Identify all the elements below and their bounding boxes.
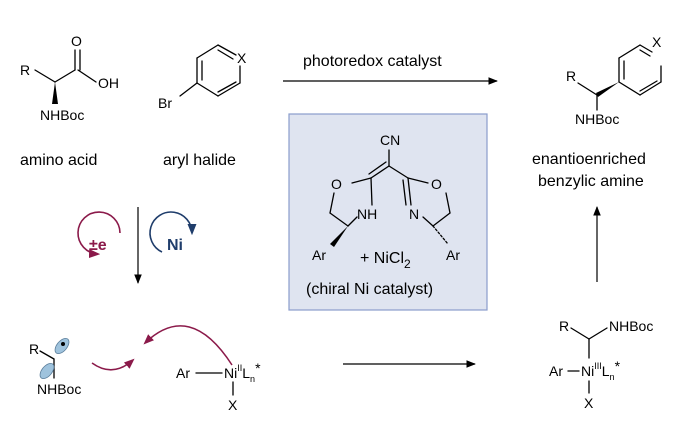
ligand-cn-atom: CN xyxy=(380,132,400,148)
product-x-atom: X xyxy=(652,34,662,50)
amino-acid-bond xyxy=(54,69,76,83)
photoredox-catalyst-label: photoredox catalyst xyxy=(303,53,442,70)
electron-cycle-label: ±e xyxy=(89,237,107,254)
product-nhboc-atom: NHBoc xyxy=(575,111,619,127)
aryl-ring-double-bond xyxy=(217,81,237,93)
amino-acid-bond xyxy=(34,69,56,83)
aryl-halide-br-atom: Br xyxy=(158,95,172,111)
amino-acid-label: amino acid xyxy=(20,152,97,169)
amino-acid-bond xyxy=(77,69,97,83)
ligand-structure: CN O NH Ar O N Ar xyxy=(312,132,460,263)
ligand-bond xyxy=(370,177,373,206)
product-ring-double-bond xyxy=(639,80,658,92)
ligand-wedge-bond xyxy=(330,226,348,247)
product-label-line2: benzylic amine xyxy=(538,173,644,190)
amino-acid-o-atom: O xyxy=(71,33,82,49)
ligand-double-bond xyxy=(368,161,387,175)
catalyst-caption: (chiral Ni catalyst) xyxy=(306,281,433,298)
product-wedge-bond xyxy=(596,82,619,97)
electron-cycle: ±e xyxy=(77,211,121,259)
product-ring-bond xyxy=(639,44,653,53)
ligand-bond xyxy=(407,177,412,206)
radical-orbital-lobe xyxy=(54,337,70,355)
ligand-bond xyxy=(329,212,349,227)
ni-ii-x: X xyxy=(228,397,238,413)
ni-iii-ar: Ar xyxy=(549,363,563,379)
radical-dot xyxy=(61,342,65,346)
ligand-bond xyxy=(329,192,335,214)
aryl-ring-double-bond xyxy=(217,49,234,60)
ni-ii-center: NiIILn* xyxy=(224,360,261,384)
aryl-ring-bond xyxy=(196,44,219,59)
ligand-hash-bond xyxy=(432,225,449,245)
ligand-ar-right-atom: Ar xyxy=(446,247,460,263)
amino-acid-r-atom: R xyxy=(20,62,30,78)
electron-cycle-arrow xyxy=(77,211,121,259)
radical-nhboc-atom: NHBoc xyxy=(37,381,81,397)
ligand-bond xyxy=(388,165,409,179)
product-r-atom: R xyxy=(566,68,576,84)
ligand-nh-atom: NH xyxy=(357,206,377,222)
nickel-cycle: Ni xyxy=(149,211,197,254)
aryl-ring-bond xyxy=(217,82,241,97)
amino-acid-nhboc-atom: NHBoc xyxy=(40,107,84,123)
ni-ii-complex: Ar NiIILn* X xyxy=(176,360,261,413)
aryl-halide-label: aryl halide xyxy=(163,152,236,169)
aryl-ring-bond xyxy=(217,44,237,56)
aryl-ring-bond xyxy=(196,82,219,97)
nickel-cycle-arrow xyxy=(149,211,197,253)
product-structure: X R NHBoc xyxy=(566,34,662,127)
radical-bond xyxy=(39,350,55,360)
product-ring-bond xyxy=(618,81,641,96)
amino-acid-wedge-bond xyxy=(52,82,58,104)
ligand-o-right-atom: O xyxy=(431,176,442,192)
product-bond xyxy=(577,82,598,96)
ni-iii-center: NiIIILn* xyxy=(581,358,621,382)
ligand-bond xyxy=(432,212,451,227)
ligand-bond xyxy=(422,216,434,227)
ni-iii-nhboc: NHBoc xyxy=(609,318,653,334)
ligand-bond xyxy=(445,192,451,214)
ligand-o-left-atom: O xyxy=(331,176,342,192)
ni-iii-bond xyxy=(588,327,608,340)
amino-acid-structure: R O OH NHBoc xyxy=(20,33,119,123)
ligand-n-atom: N xyxy=(409,206,419,222)
ni-iii-r: R xyxy=(559,318,569,334)
ligand-double-bond xyxy=(402,179,407,206)
radical-orbital-lobe xyxy=(39,362,55,380)
ligand-bond xyxy=(351,177,372,184)
nicl2-additive: + NiCl2 xyxy=(360,250,411,271)
product-ring-double-bond xyxy=(639,49,651,57)
ni-curved-arrow xyxy=(143,325,233,366)
ni-iii-x: X xyxy=(584,395,594,411)
catalyst-box xyxy=(288,113,488,311)
ni-iii-bond xyxy=(570,327,590,340)
product-ring-bond xyxy=(639,81,662,96)
radical-structure: R NHBoc xyxy=(29,337,81,397)
aryl-halide-structure: X Br xyxy=(158,44,247,111)
ni-ii-ar: Ar xyxy=(176,365,190,381)
ligand-bond xyxy=(407,177,429,184)
aryl-halide-x-atom: X xyxy=(237,50,247,66)
ligand-ar-left-atom: Ar xyxy=(312,247,326,263)
ligand-bond xyxy=(370,165,390,179)
radical-r-atom: R xyxy=(29,341,39,357)
amino-acid-oh-atom: OH xyxy=(98,75,119,91)
product-ring-bond xyxy=(618,44,641,59)
radical-curved-arrow xyxy=(91,358,135,371)
product-label-line1: enantioenriched xyxy=(532,151,646,168)
ligand-bond xyxy=(347,216,358,227)
aryl-br-bond xyxy=(179,82,198,97)
nickel-cycle-label: Ni xyxy=(167,237,183,254)
ni-iii-complex: R NHBoc Ar NiIIILn* X xyxy=(549,318,653,411)
